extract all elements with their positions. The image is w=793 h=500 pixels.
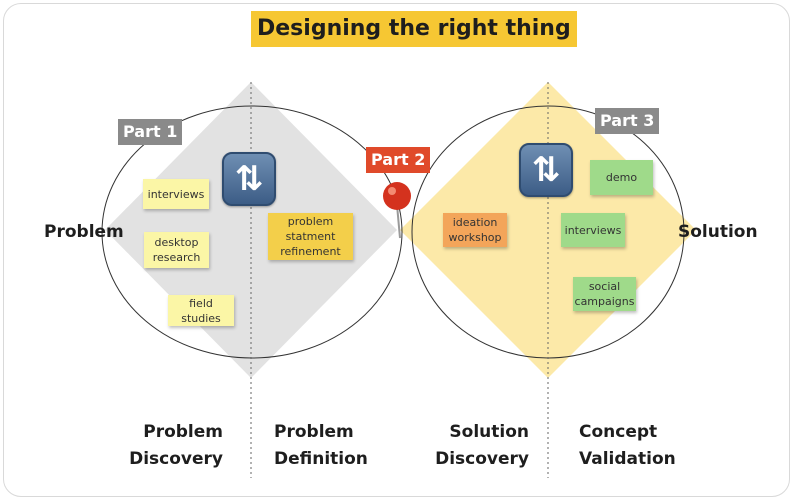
sticky-note-demo: demo bbox=[590, 160, 653, 195]
refresh-loop-icon: ⇅ bbox=[519, 143, 573, 197]
problem-label: Problem bbox=[44, 222, 124, 242]
sticky-note-interviews: interviews bbox=[143, 179, 209, 209]
sticky-note-ideation-workshop: ideation workshop bbox=[443, 213, 507, 247]
problem-circle bbox=[101, 105, 403, 359]
sticky-note-field-studies: field studies bbox=[168, 295, 234, 326]
pushpin-icon bbox=[383, 182, 411, 239]
page-title: Designing the right thing bbox=[251, 11, 577, 47]
part-3-label: Part 3 bbox=[595, 108, 660, 134]
phase-concept-validation: Concept Validation bbox=[579, 422, 676, 469]
part-2-label: Part 2 bbox=[366, 147, 431, 173]
part-1-label: Part 1 bbox=[118, 119, 183, 145]
refresh-loop-icon: ⇅ bbox=[222, 152, 276, 206]
sticky-note-desktop-research: desktop research bbox=[144, 232, 209, 268]
sticky-note-social-campaigns: social campaigns bbox=[573, 277, 636, 311]
solution-label: Solution bbox=[678, 222, 758, 242]
phase-problem-discovery: Problem Discovery bbox=[129, 422, 223, 469]
sticky-note-interviews-2: interviews bbox=[561, 213, 625, 247]
phase-problem-definition: Problem Definition bbox=[274, 422, 368, 469]
phase-solution-discovery: Solution Discovery bbox=[435, 422, 529, 469]
sticky-note-problem-statement: problem statment refinement bbox=[268, 213, 353, 260]
